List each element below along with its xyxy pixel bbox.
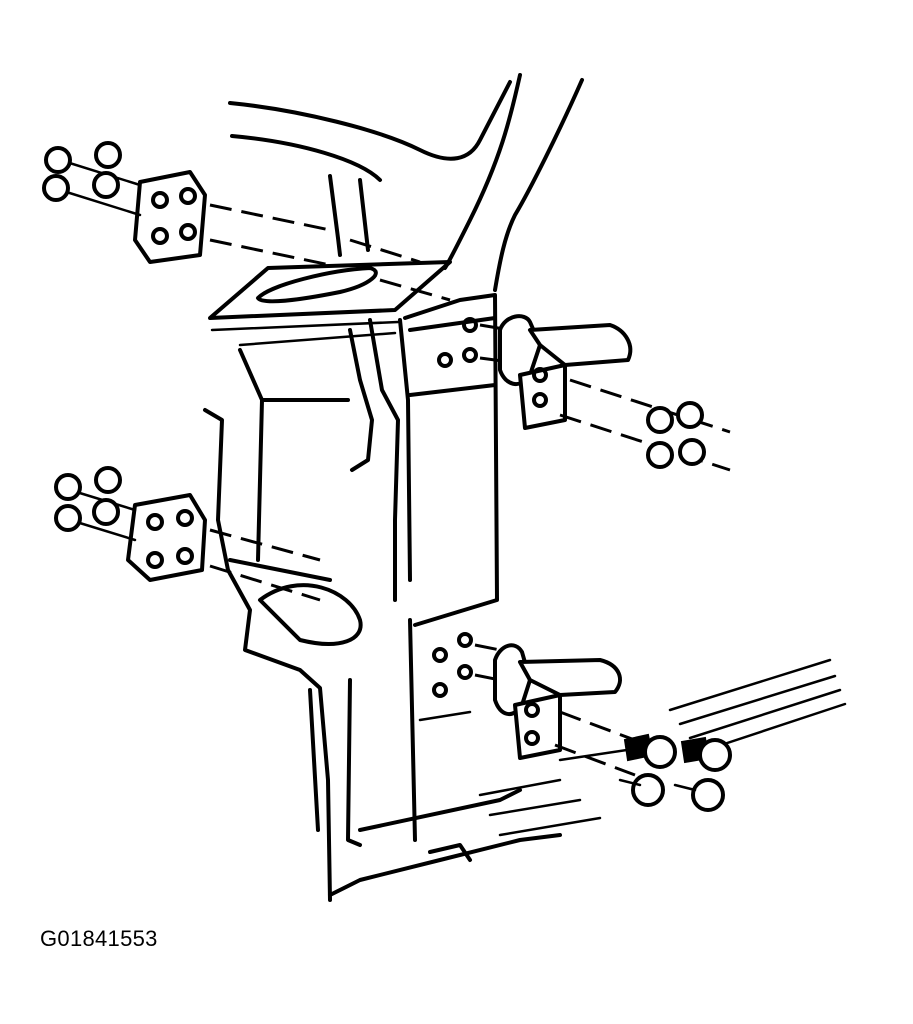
upper-left-hinge	[133, 170, 451, 302]
lower-left-hinge	[126, 493, 321, 602]
door-frame-outline	[203, 73, 847, 902]
lower-right-hinge	[432, 632, 641, 777]
upper-left-bolts	[42, 141, 142, 217]
lower-left-bolts	[54, 466, 137, 542]
upper-right-bolts	[646, 401, 706, 469]
lower-right-bolts	[618, 733, 732, 812]
figure-code-label: G01841553	[40, 926, 158, 951]
upper-right-hinge	[437, 314, 731, 472]
